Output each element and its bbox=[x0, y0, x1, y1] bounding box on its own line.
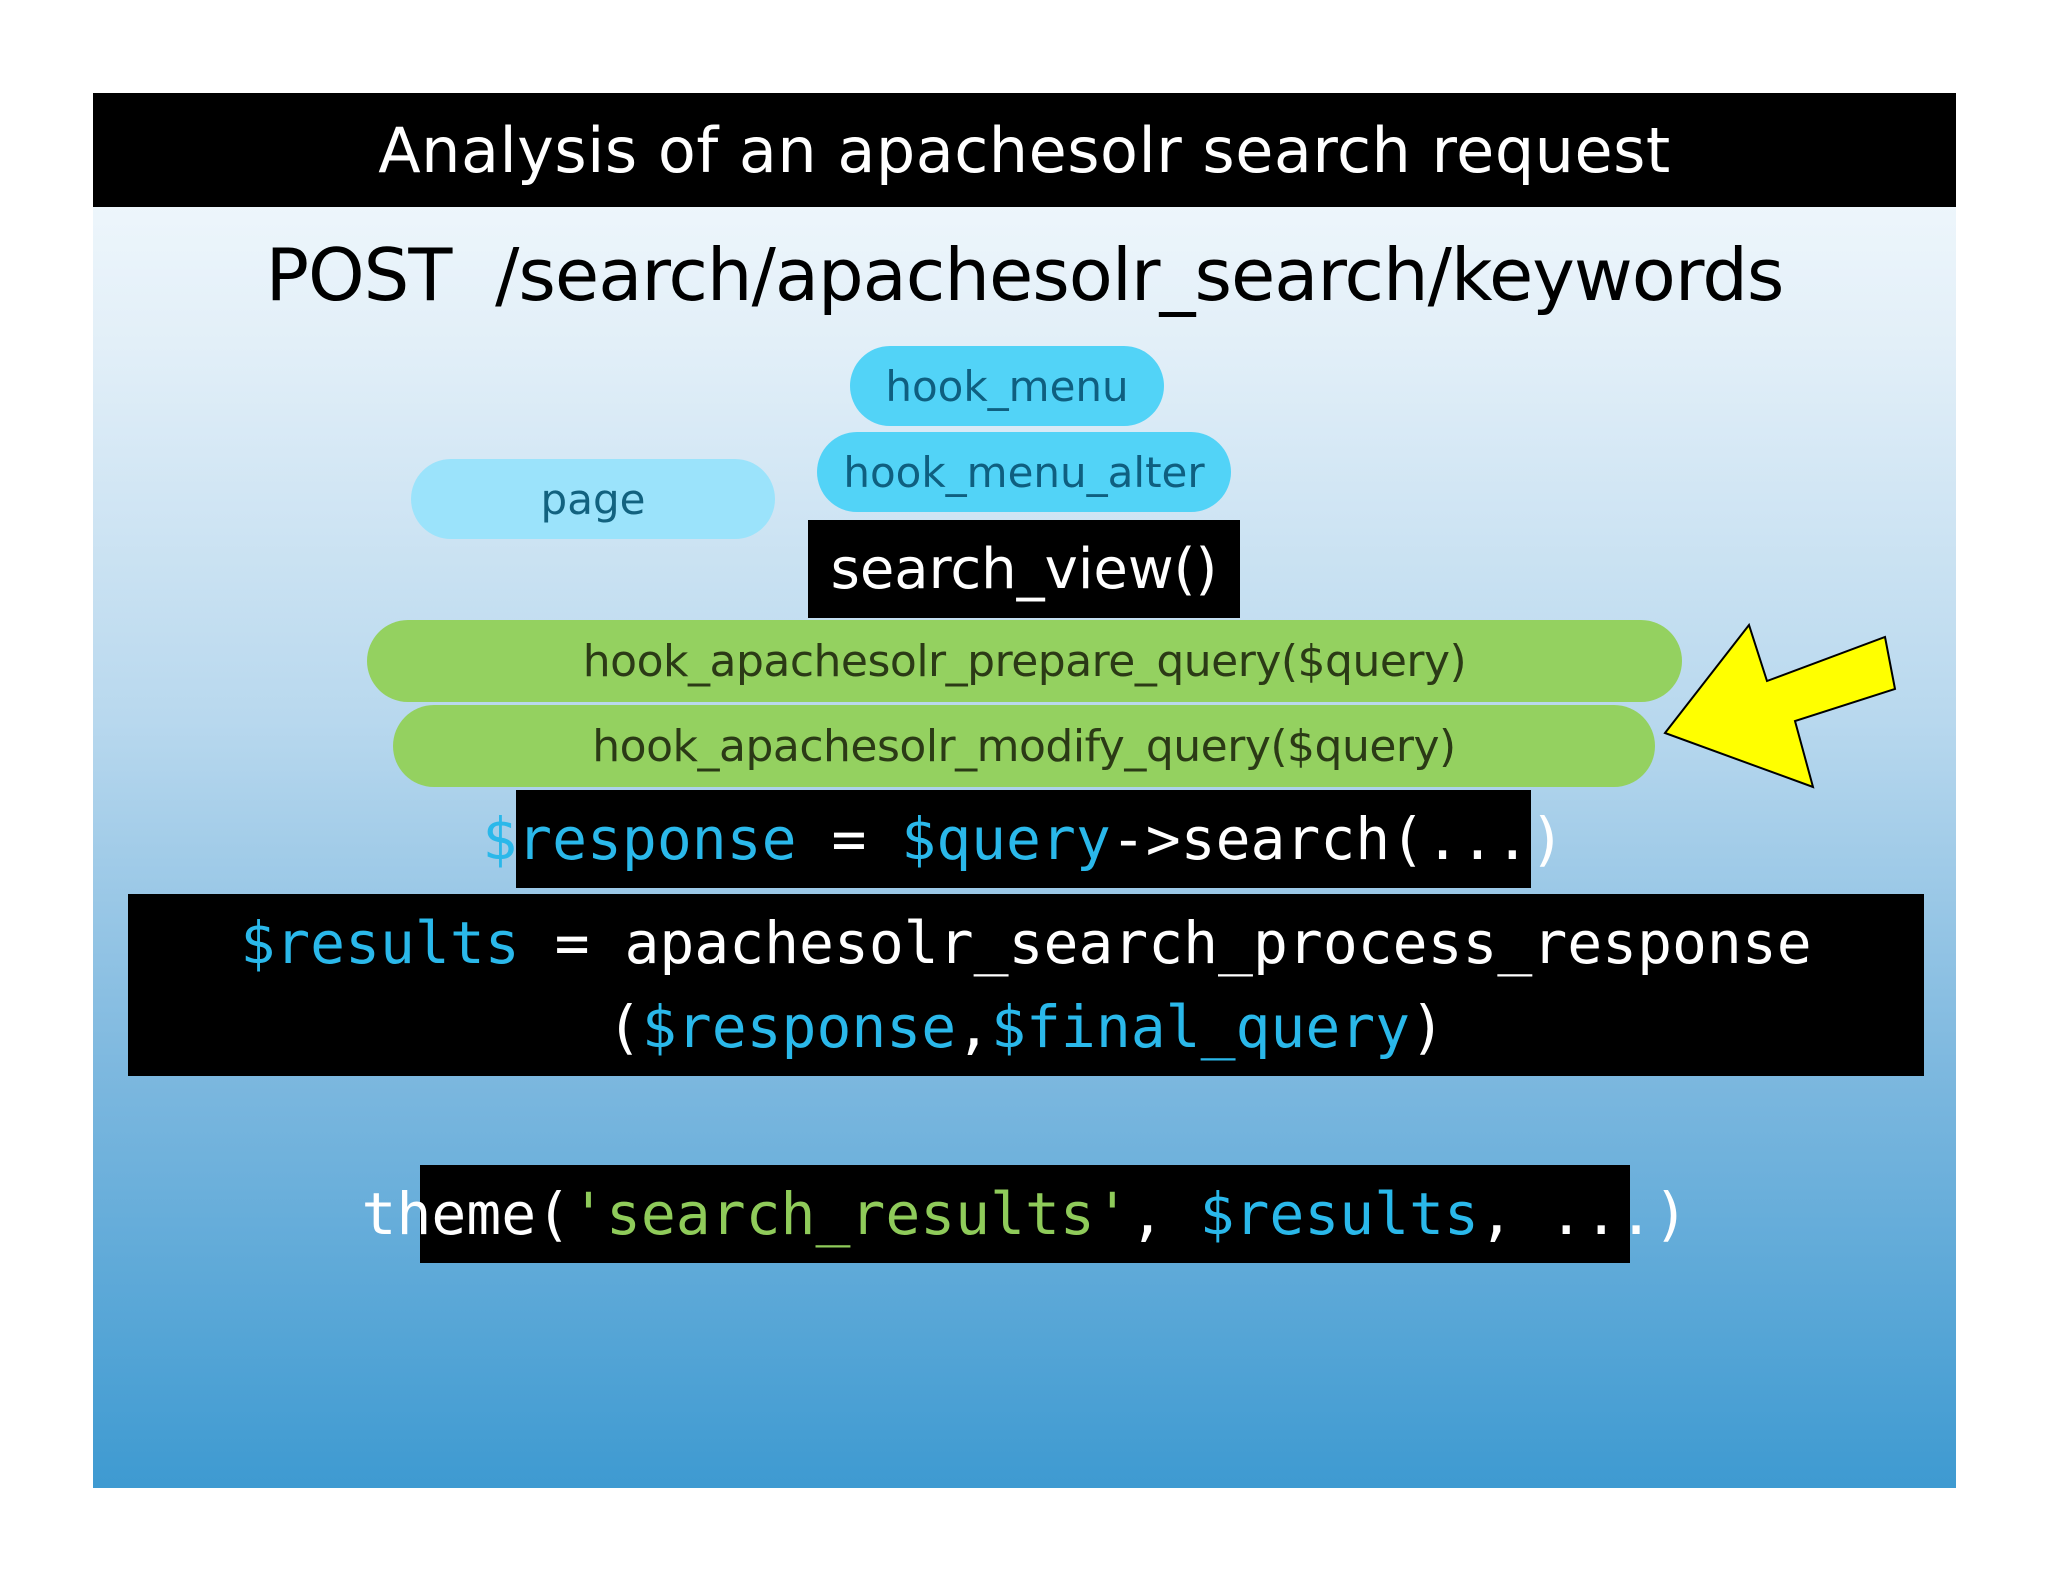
modify-query-label: hook_apachesolr_modify_query($query) bbox=[592, 720, 1456, 772]
theme-code-box: theme('search_results', $results, ...) bbox=[362, 1165, 1688, 1263]
page-label: page bbox=[540, 474, 646, 524]
request-endpoint: POST /search/apachesolr_search/keywords bbox=[265, 233, 1785, 317]
theme-results-variable: $results bbox=[1199, 1180, 1479, 1248]
search-call: ->search(...) bbox=[1110, 805, 1565, 873]
query-variable: $query bbox=[901, 805, 1111, 873]
final-query-argument: $final_query bbox=[991, 993, 1411, 1061]
response-equals: = bbox=[796, 805, 902, 873]
hook-menu-alter-label: hook_menu_alter bbox=[843, 447, 1205, 497]
yellow-arrow-icon bbox=[1663, 623, 1897, 789]
results-equals: = bbox=[519, 909, 625, 977]
process-response-function: apachesolr_search_process_response bbox=[624, 909, 1812, 977]
search-view-call: search_view() bbox=[830, 536, 1218, 602]
results-variable: $results bbox=[240, 909, 520, 977]
response-argument: $response bbox=[641, 993, 957, 1061]
theme-line: theme('search_results', $results, ...) bbox=[362, 1180, 1689, 1248]
slide-title-bar: Analysis of an apachesolr search request bbox=[93, 93, 1956, 207]
search-view-box: search_view() bbox=[808, 520, 1240, 618]
results-code-box: $results = apachesolr_search_process_res… bbox=[128, 894, 1924, 1076]
hook-menu-alter-pill: hook_menu_alter bbox=[817, 432, 1231, 512]
results-line-1: $results = apachesolr_search_process_res… bbox=[240, 901, 1811, 985]
hook-menu-pill: hook_menu bbox=[850, 346, 1164, 426]
modify-query-pill: hook_apachesolr_modify_query($query) bbox=[393, 705, 1655, 787]
theme-function: theme( bbox=[361, 1180, 572, 1248]
prepare-query-pill: hook_apachesolr_prepare_query($query) bbox=[367, 620, 1682, 702]
results-line-2: ($response,$final_query) bbox=[607, 985, 1445, 1069]
slide: Analysis of an apachesolr search request… bbox=[93, 93, 1956, 1488]
hook-menu-label: hook_menu bbox=[885, 361, 1129, 411]
response-variable: $response bbox=[482, 805, 797, 873]
argument-comma: , bbox=[956, 993, 992, 1061]
response-code-box: $response = $query->search(...) bbox=[482, 790, 1565, 888]
page-pill: page bbox=[411, 459, 775, 539]
slide-title: Analysis of an apachesolr search request bbox=[378, 113, 1671, 187]
close-paren: ) bbox=[1410, 993, 1446, 1061]
search-results-string: 'search_results' bbox=[571, 1180, 1130, 1248]
response-line: $response = $query->search(...) bbox=[482, 805, 1565, 873]
theme-separator: , bbox=[1129, 1180, 1200, 1248]
prepare-query-label: hook_apachesolr_prepare_query($query) bbox=[582, 635, 1467, 687]
open-paren: ( bbox=[606, 993, 642, 1061]
theme-rest: , ...) bbox=[1478, 1180, 1689, 1248]
